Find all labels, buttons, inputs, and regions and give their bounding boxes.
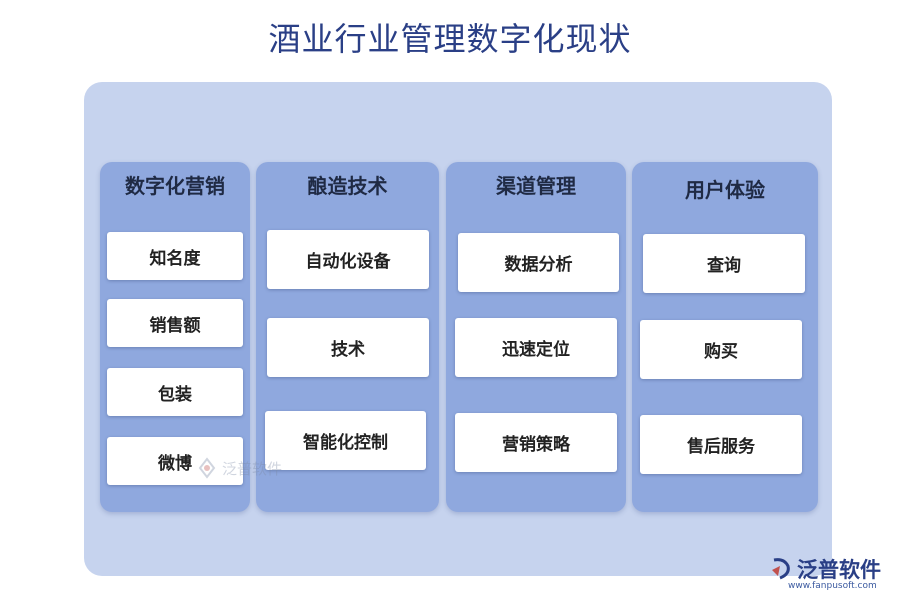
card-data-analysis: 数据分析 [458, 233, 619, 292]
card-after-sales: 售后服务 [640, 415, 802, 474]
fanpu-logo-icon [198, 457, 216, 479]
card-purchase: 购买 [640, 320, 802, 379]
card-awareness: 知名度 [107, 232, 243, 280]
page-title: 酒业行业管理数字化现状 [268, 20, 632, 58]
brand-url: www.fanpusoft.com [788, 581, 877, 591]
brand-logo: 泛普软件 [768, 554, 881, 584]
brand-name: 泛普软件 [797, 558, 881, 582]
watermark: 泛普软件 [196, 457, 282, 479]
card-quick-positioning: 迅速定位 [455, 318, 617, 377]
card-query: 查询 [643, 234, 805, 293]
card-automation-equipment: 自动化设备 [267, 230, 429, 289]
watermark-text: 泛普软件 [222, 459, 283, 478]
column-title: 酿造技术 [307, 174, 388, 198]
column-title: 数字化营销 [125, 174, 225, 198]
card-intelligent-control: 智能化控制 [265, 411, 426, 470]
card-sales: 销售额 [107, 299, 243, 347]
card-packaging: 包装 [107, 368, 243, 416]
card-weibo: 微博 [107, 437, 243, 485]
fanpu-logo-icon [772, 558, 790, 580]
card-technology: 技术 [267, 318, 429, 377]
column-title: 渠道管理 [496, 174, 576, 198]
column-title: 用户体验 [685, 178, 765, 202]
card-marketing-strategy: 营销策略 [455, 413, 617, 472]
